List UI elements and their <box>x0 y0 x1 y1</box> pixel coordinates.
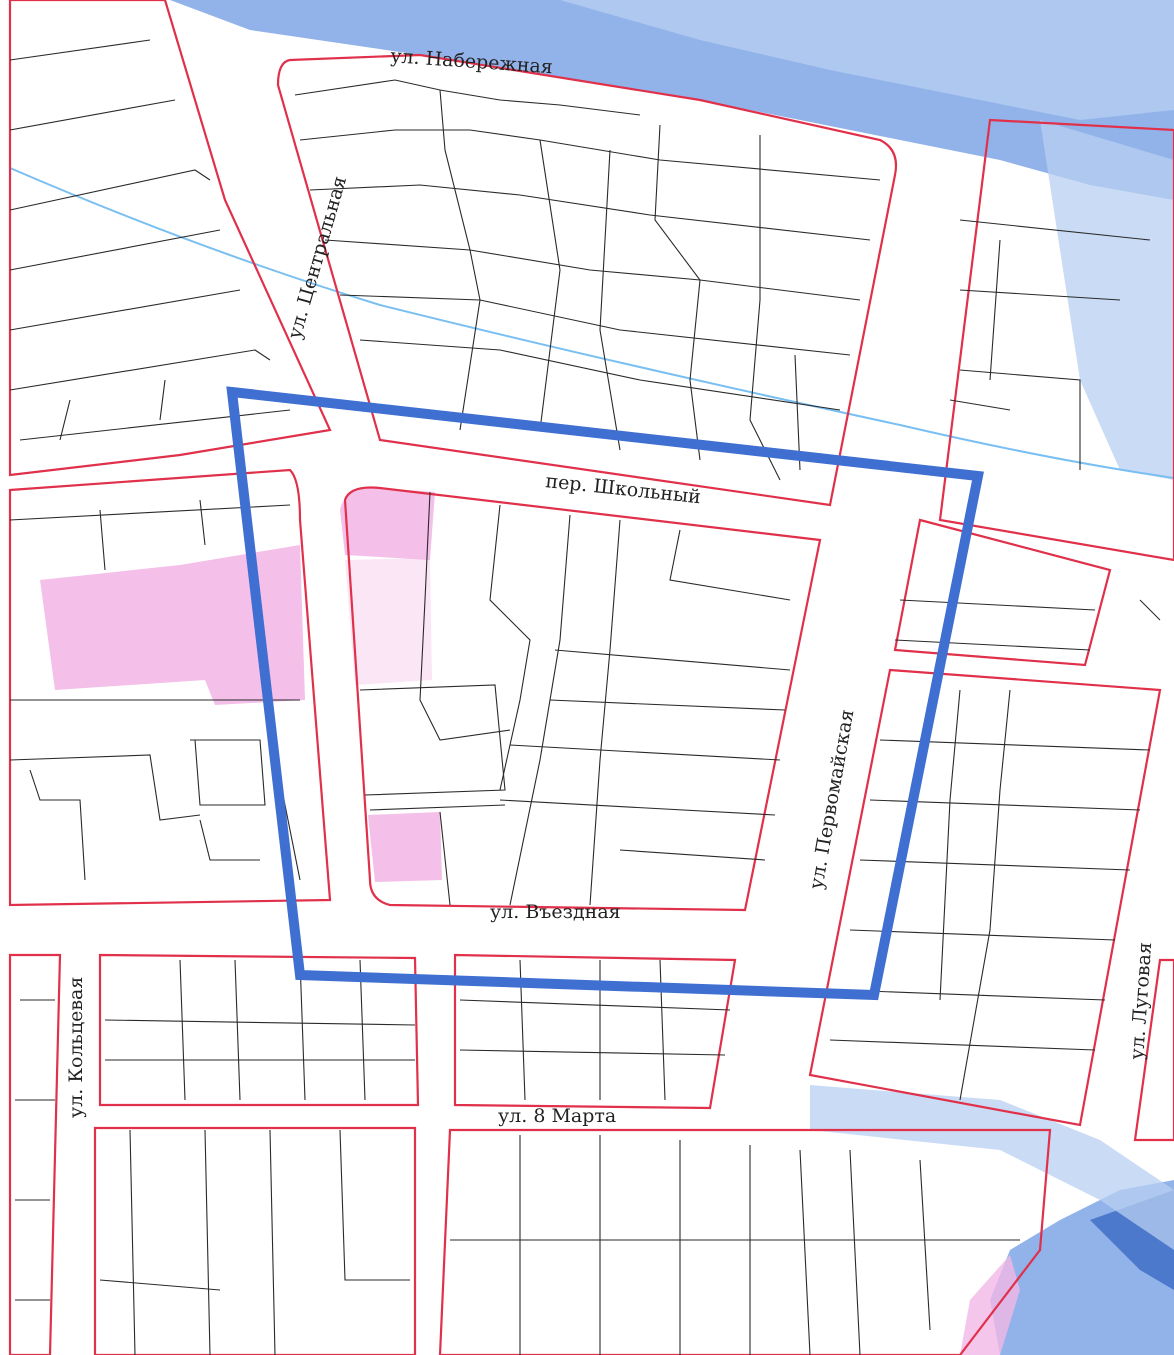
water-areas <box>170 0 1174 1355</box>
street-label-tsentralnaya: ул. Центральная <box>284 174 352 342</box>
block-west-upper <box>8 468 332 907</box>
pink-zone-school-corner <box>340 487 435 560</box>
block-west-top <box>8 0 332 477</box>
block-east-top <box>938 118 1174 562</box>
pink-zone-hatched <box>345 558 432 685</box>
street-label-lugovaya: ул. Луговая <box>1126 941 1156 1060</box>
utility-line <box>9 167 1174 479</box>
block-south-3 <box>93 1126 417 1355</box>
street-label-pervomayskaya: ул. Первомайская <box>805 708 858 891</box>
pink-zones <box>40 487 442 882</box>
pond-bottom-left-lobe <box>960 1255 1020 1355</box>
river-right-band <box>1040 120 1174 480</box>
highlight-frame[interactable] <box>226 386 984 1001</box>
street-label-vyezdnaya: ул. Въездная <box>490 901 621 923</box>
block-south-2 <box>453 953 737 1110</box>
block-far-west-south <box>8 953 62 1355</box>
block-south-4 <box>438 1128 1052 1355</box>
block-north <box>276 53 898 507</box>
block-east-2 <box>808 668 1162 1127</box>
street-label-koltsevaya: ул. Кольцевая <box>65 977 87 1118</box>
block-boundaries <box>8 0 1174 1355</box>
block-south-1 <box>98 953 420 1107</box>
pink-zone-south <box>368 812 442 882</box>
block-lugovaya-east <box>1133 958 1174 1142</box>
street-label-vosmogo-marta: ул. 8 Марта <box>498 1105 616 1127</box>
block-central <box>343 486 822 912</box>
parcel-lines <box>9 39 1161 1355</box>
block-east-1 <box>893 518 1112 667</box>
river-top-light <box>560 0 1174 120</box>
road-water-shade <box>810 1085 1174 1250</box>
pink-zone-west <box>40 545 305 705</box>
